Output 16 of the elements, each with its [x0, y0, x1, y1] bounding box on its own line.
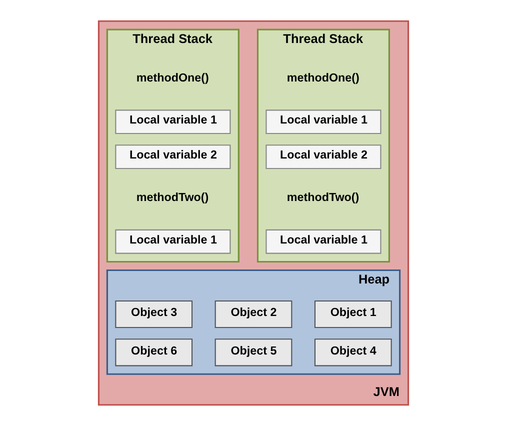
node-box: Object 4 — [314, 338, 392, 366]
node-box: Object 1 — [314, 300, 392, 328]
node-box: Local variable 1 — [266, 229, 382, 254]
node-box: Object 6 — [115, 338, 193, 366]
node-box: Local variable 2 — [115, 144, 231, 169]
node-text: methodTwo() — [286, 191, 360, 204]
node-box: Local variable 1 — [115, 110, 231, 134]
node-box: Object 5 — [214, 338, 292, 366]
node-box: Local variable 1 — [115, 229, 231, 254]
node-text: methodTwo() — [136, 191, 209, 204]
node-text: methodOne() — [136, 71, 209, 84]
node-box: Local variable 2 — [266, 144, 382, 169]
node-box: Local variable 1 — [266, 110, 382, 134]
node-box: Object 3 — [115, 300, 193, 328]
node-box: Object 2 — [214, 300, 292, 328]
node-text: methodOne() — [286, 71, 360, 84]
